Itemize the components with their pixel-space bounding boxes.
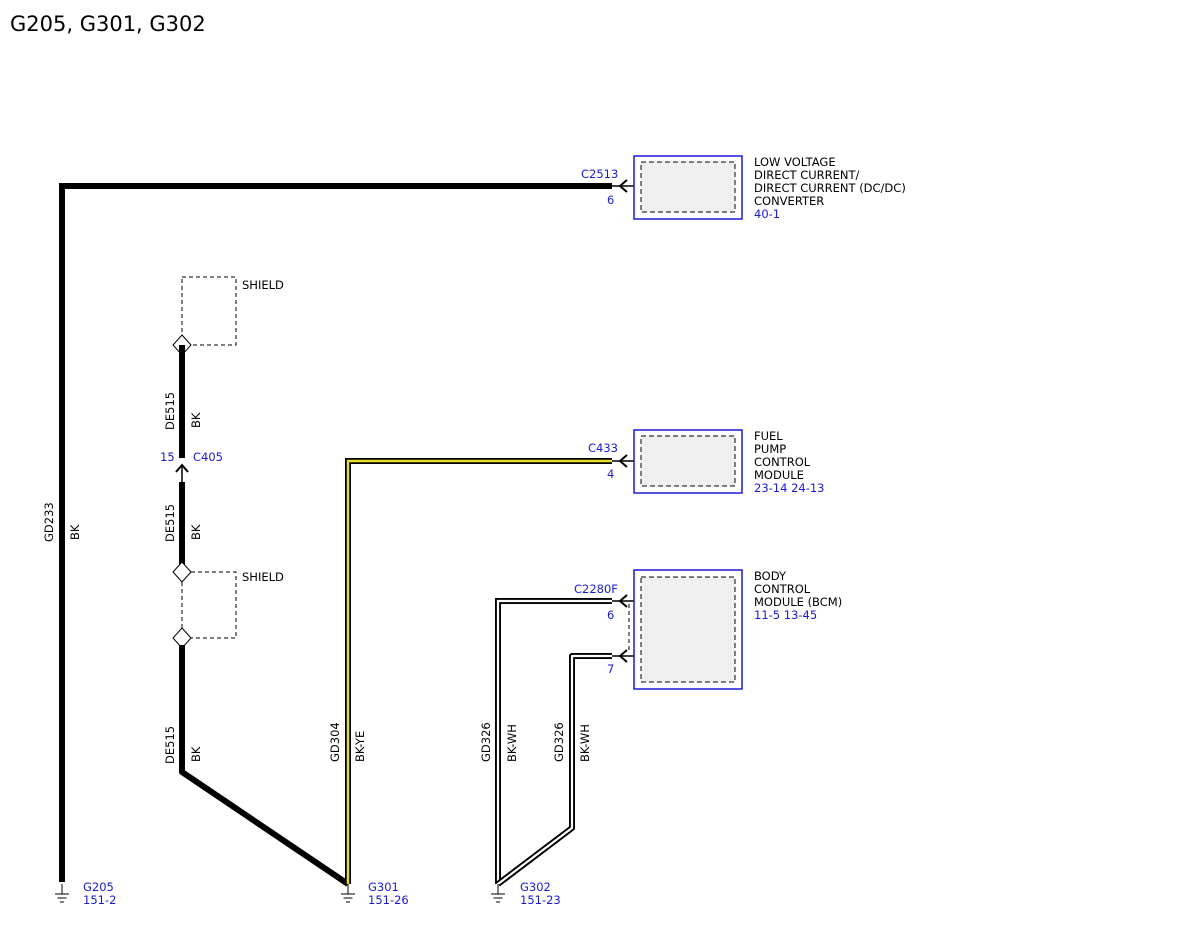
module-fuel-pump-control	[633, 429, 743, 494]
connector-c2280f-label: C2280F	[574, 582, 618, 596]
module-bcm-line-1: BODY	[754, 569, 787, 583]
module-fpcm-line-1: FUEL	[754, 429, 783, 443]
wire-de515-c-circuit: DE515	[163, 726, 177, 764]
ground-g301-icon	[341, 884, 355, 903]
page-title: G205, G301, G302	[10, 12, 206, 36]
module-bcm-line-2: CONTROL	[754, 582, 811, 596]
module-dcdc-line-1: LOW VOLTAGE	[754, 155, 836, 169]
wire-gd233	[59, 183, 612, 882]
ground-g302-ref: 151-23	[520, 893, 561, 907]
module-fpcm-line-2: PUMP	[754, 442, 786, 456]
wire-gd304-stripe	[346, 459, 612, 884]
shield-upper-outline	[181, 276, 237, 346]
module-dcdc-ref: 40-1	[754, 207, 780, 221]
ground-g302-name: G302	[520, 880, 551, 894]
shield-lower-top-diamond-icon	[172, 561, 192, 583]
shield-upper-label: SHIELD	[242, 278, 284, 292]
shield-lower-outline	[191, 571, 237, 639]
wire-de515-a-circuit: DE515	[163, 392, 177, 430]
connector-c433-label: C433	[588, 441, 618, 455]
connector-c405-pin: 15	[160, 450, 175, 464]
wire-de515-a-color: BK	[189, 412, 203, 428]
connector-c2513-label: C2513	[581, 167, 618, 181]
ground-g302-icon	[491, 884, 505, 903]
module-body-control	[633, 569, 743, 690]
module-fpcm-line-3: CONTROL	[754, 455, 811, 469]
wire-gd326-a-color: BK-WH	[505, 724, 519, 762]
wire-gd326-b-color: BK-WH	[578, 724, 592, 762]
wire-de515-c	[179, 645, 350, 887]
wire-gd233-circuit: GD233	[42, 502, 56, 542]
wire-gd233-color: BK	[68, 524, 82, 540]
shield-lower-label: SHIELD	[242, 570, 284, 584]
module-fpcm-ref: 23-14 24-13	[754, 481, 825, 495]
ground-g205-ref: 151-2	[83, 893, 116, 907]
wire-gd304-color: BK-YE	[353, 731, 367, 762]
module-dcdc-converter	[633, 155, 743, 220]
wire-gd326-b-outer	[496, 653, 612, 887]
wire-gd326-a-stripe	[496, 599, 612, 884]
wire-gd326-b-stripe	[497, 654, 612, 885]
module-dcdc-line-3: DIRECT CURRENT (DC/DC)	[754, 181, 906, 195]
wire-gd326-a-circuit: GD326	[479, 722, 493, 762]
wire-gd326-b-circuit: GD326	[552, 722, 566, 762]
wire-de515-c-color: BK	[189, 746, 203, 762]
connector-c433-pin: 4	[607, 467, 614, 481]
wire-de515-b-color: BK	[189, 524, 203, 540]
wire-de515-b-circuit: DE515	[163, 504, 177, 542]
connector-c405-label: C405	[193, 450, 223, 464]
module-dcdc-line-4: CONVERTER	[754, 194, 824, 208]
ground-g301-name: G301	[368, 880, 399, 894]
module-bcm-ref: 11-5 13-45	[754, 608, 817, 622]
ground-g301-ref: 151-26	[368, 893, 409, 907]
connector-c2280f-pin-top: 6	[607, 608, 614, 622]
module-bcm-line-3: MODULE (BCM)	[754, 595, 842, 609]
module-dcdc-line-2: DIRECT CURRENT/	[754, 168, 860, 182]
connector-c2280f-pin-bottom: 7	[607, 662, 614, 676]
module-fpcm-line-4: MODULE	[754, 468, 804, 482]
wire-gd304-circuit: GD304	[328, 722, 342, 762]
ground-g205-icon	[55, 884, 69, 903]
connector-c2513-pin: 6	[607, 193, 614, 207]
ground-g205-name: G205	[83, 880, 114, 894]
